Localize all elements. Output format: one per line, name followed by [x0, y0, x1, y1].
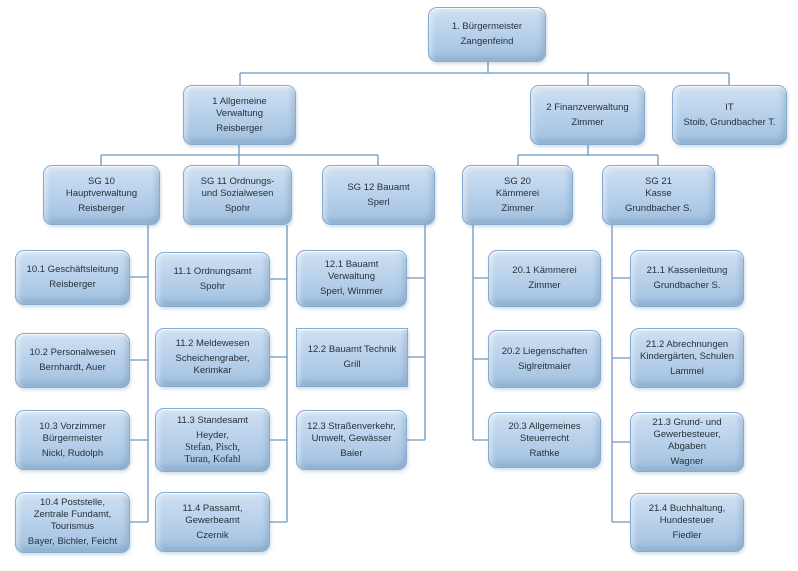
- node-names-serif: Stefan, Pisch, Turan, Kofahl: [184, 442, 241, 465]
- node-names: Siglreitmaier: [518, 360, 571, 372]
- node-names: Lammel: [670, 365, 704, 377]
- node-title: 21.4 Buchhaltung, Hundesteuer: [648, 503, 726, 526]
- org-node-sg12: SG 12 Bauamt Sperl: [322, 165, 435, 225]
- node-names: Reisberger: [49, 279, 96, 290]
- node-title: 10.1 Geschäftsleitung: [26, 264, 119, 275]
- org-node-20-1: 20.1 Kämmerei Zimmer: [488, 250, 601, 307]
- org-node-allgemeine-verwaltung: 1 Allgemeine Verwaltung Reisberger: [183, 85, 296, 145]
- connector-sg11-children: [270, 225, 288, 523]
- org-node-11-3: 11.3 Standesamt Heyder, Stefan, Pisch, T…: [155, 408, 270, 472]
- node-names: Sperl, Wimmer: [320, 286, 383, 297]
- node-names: Stoib, Grundbacher T.: [683, 116, 776, 128]
- org-node-buergermeister: 1. Bürgermeister Zangenfeind: [428, 7, 546, 62]
- node-title: SG 21 Kasse: [645, 175, 672, 199]
- org-node-12-3: 12.3 Straßenverkehr, Umwelt, Gewässer Ba…: [296, 410, 407, 470]
- node-title: 21.1 Kassenleitung: [646, 265, 728, 276]
- org-node-it: IT Stoib, Grundbacher T.: [672, 85, 787, 145]
- org-node-finanzverwaltung: 2 Finanzverwaltung Zimmer: [530, 85, 645, 145]
- node-names: Spohr: [199, 281, 226, 292]
- connector-sg21-children: [611, 225, 630, 523]
- node-title: 1 Allgemeine Verwaltung: [212, 95, 267, 119]
- node-title: SG 12 Bauamt: [347, 181, 410, 193]
- node-names: Czernik: [196, 529, 229, 541]
- node-title: 12.1 Bauamt Verwaltung: [324, 259, 379, 282]
- node-title: 11.4 Passamt, Gewerbeamt: [182, 502, 243, 526]
- node-names: Fiedler: [672, 530, 702, 541]
- connector-sg12-children: [407, 225, 426, 441]
- node-title: IT: [725, 101, 734, 113]
- connector-sg20-children: [472, 225, 488, 441]
- org-node-sg21: SG 21 Kasse Grundbacher S.: [602, 165, 715, 225]
- org-node-sg20: SG 20 Kämmerei Zimmer: [462, 165, 573, 225]
- node-title: 20.3 Allgemeines Steuerrecht: [508, 420, 581, 444]
- node-title: SG 20 Kämmerei: [495, 175, 540, 199]
- node-names: Grundbacher S.: [624, 202, 693, 214]
- node-title: 10.2 Personalwesen: [29, 347, 116, 358]
- node-title: SG 10 Hauptverwaltung: [65, 175, 138, 199]
- node-title: 11.3 Standesamt: [176, 415, 249, 426]
- node-names: Grundbacher S.: [653, 280, 721, 291]
- node-names: Zimmer: [501, 202, 534, 214]
- org-node-21-3: 21.3 Grund- und Gewerbesteuer, Abgaben W…: [630, 412, 744, 472]
- node-names: Sperl: [367, 196, 390, 208]
- node-names: Zangenfeind: [460, 36, 514, 47]
- org-node-10-1: 10.1 Geschäftsleitung Reisberger: [15, 250, 130, 305]
- node-title: 12.3 Straßenverkehr, Umwelt, Gewässer: [307, 420, 396, 444]
- node-names: Reisberger: [78, 202, 125, 214]
- connector-sg10-children: [130, 225, 149, 523]
- connector-allgemeine-children: [100, 145, 379, 165]
- node-title: 10.3 Vorzimmer Bürgermeister: [39, 420, 106, 444]
- node-title: SG 11 Ordnungs- und Sozialwesen: [200, 175, 275, 199]
- node-names: Reisberger: [216, 122, 263, 134]
- org-node-11-2: 11.2 Meldewesen Scheichengraber, Kerimka…: [155, 328, 270, 387]
- org-node-12-2: 12.2 Bauamt Technik Grill: [296, 328, 408, 387]
- node-title: 12.2 Bauamt Technik: [307, 344, 397, 355]
- node-names: Bayer, Bichler, Feicht: [27, 536, 118, 547]
- node-title: 2 Finanzverwaltung: [546, 101, 629, 113]
- node-names: Bernhardt, Auer: [39, 362, 106, 373]
- node-names: Zimmer: [571, 116, 604, 128]
- org-node-21-2: 21.2 Abrechnungen Kindergärten, Schulen …: [630, 328, 744, 388]
- node-title: 1. Bürgermeister: [451, 21, 523, 32]
- node-names: Nickl, Rudolph: [41, 447, 104, 459]
- org-node-11-4: 11.4 Passamt, Gewerbeamt Czernik: [155, 492, 270, 552]
- node-title: 21.2 Abrechnungen Kindergärten, Schulen: [639, 338, 734, 362]
- node-names: Wagner: [670, 455, 704, 467]
- org-node-10-4: 10.4 Poststelle, Zentrale Fundamt, Touri…: [15, 492, 130, 553]
- node-names: Spohr: [224, 202, 251, 214]
- node-names: Rathke: [529, 447, 560, 459]
- node-title: 21.3 Grund- und Gewerbesteuer, Abgaben: [652, 416, 722, 452]
- node-title: 20.1 Kämmerei: [512, 265, 577, 276]
- org-node-sg11: SG 11 Ordnungs- und Sozialwesen Spohr: [183, 165, 292, 225]
- node-title: 11.2 Meldewesen: [175, 338, 250, 349]
- node-title: 10.4 Poststelle, Zentrale Fundamt, Touri…: [33, 497, 112, 532]
- connector-finanz-children: [517, 145, 659, 165]
- org-node-11-1: 11.1 Ordnungsamt Spohr: [155, 252, 270, 307]
- node-title: 11.1 Ordnungsamt: [173, 266, 252, 277]
- node-names: Baier: [340, 447, 363, 459]
- org-node-12-1: 12.1 Bauamt Verwaltung Sperl, Wimmer: [296, 250, 407, 307]
- org-node-20-3: 20.3 Allgemeines Steuerrecht Rathke: [488, 412, 601, 468]
- org-node-21-4: 21.4 Buchhaltung, Hundesteuer Fiedler: [630, 493, 744, 552]
- connector-root-children: [239, 62, 730, 85]
- node-names: Grill: [343, 359, 361, 370]
- org-node-sg10: SG 10 Hauptverwaltung Reisberger: [43, 165, 160, 225]
- node-names: Heyder,: [196, 430, 229, 441]
- org-node-21-1: 21.1 Kassenleitung Grundbacher S.: [630, 250, 744, 307]
- node-names: Zimmer: [528, 280, 561, 291]
- node-names: Scheichengraber, Kerimkar: [175, 353, 250, 376]
- node-title: 20.2 Liegenschaften: [501, 345, 588, 357]
- org-node-10-2: 10.2 Personalwesen Bernhardt, Auer: [15, 333, 130, 388]
- org-node-10-3: 10.3 Vorzimmer Bürgermeister Nickl, Rudo…: [15, 410, 130, 470]
- org-node-20-2: 20.2 Liegenschaften Siglreitmaier: [488, 330, 601, 388]
